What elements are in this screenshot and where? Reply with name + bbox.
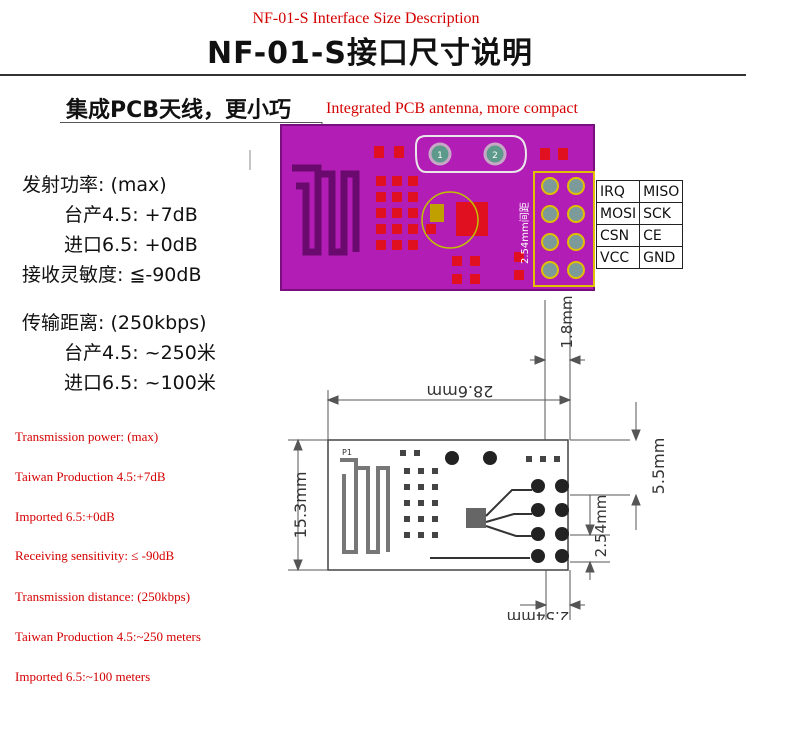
rf-chip (456, 202, 488, 236)
dim-pin-pitch-h: 2.54mm (507, 608, 570, 620)
en-spec-sensitivity: Receiving sensitivity: ≤ -90dB (15, 548, 175, 563)
specs-distance-block: 传输距离: (250kbps) 台产4.5: ~250米 进口6.5: ~100… (22, 308, 216, 398)
pin-ce: CE (639, 224, 684, 247)
pinout-table: IRQ MISO MOSI SCK CSN CE VCC GND (595, 180, 684, 269)
drawing-holes (445, 451, 569, 563)
pinout-row: MOSI SCK (595, 202, 684, 225)
dimension-drawing: P1 28.6mm 15.3mm 1.8mm 5.5mm 2.54mm 2.54… (288, 295, 668, 620)
en-spec-power-label: Transmission power: (max) (15, 429, 159, 444)
pin-mosi: MOSI (595, 202, 641, 225)
antenna-outline (340, 458, 390, 554)
dim-height: 15.3mm (291, 472, 310, 539)
antenna-callout-line (60, 122, 322, 123)
antenna-headline-cn: 集成PCB天线，更小巧 (66, 98, 292, 123)
dim-header-height: 5.5mm (649, 438, 668, 495)
pitch-label: 2.54mm间距 (518, 202, 531, 264)
spec-distance-taiwan: 台产4.5: ~250米 (64, 342, 216, 364)
drawing-silk-label: P1 (342, 448, 352, 457)
en-spec-power-imported: Imported 6.5:+0dB (15, 509, 115, 524)
dim-header-offset: 1.8mm (558, 295, 576, 348)
pin-csn: CSN (595, 224, 641, 247)
spec-power-imported: 进口6.5: +0dB (64, 234, 198, 256)
spec-power-label: 发射功率: (max) (22, 174, 167, 196)
pin-vcc: VCC (595, 246, 641, 269)
english-title: NF-01-S Interface Size Description (252, 10, 480, 27)
crystal-pin-number-2: 2 (492, 151, 498, 161)
specs-power-block: 发射功率: (max) 台产4.5: +7dB 进口6.5: +0dB 接收灵敏… (22, 170, 202, 290)
pinout-row: IRQ MISO (595, 180, 684, 203)
pin-miso: MISO (639, 180, 684, 203)
spec-distance-label: 传输距离: (250kbps) (22, 312, 207, 334)
spec-sensitivity: 接收灵敏度: ≦-90dB (22, 264, 202, 286)
crystal-pad-1 (428, 142, 452, 166)
spec-power-taiwan: 台产4.5: +7dB (64, 204, 198, 226)
dim-pin-pitch-v: 2.54mm (592, 495, 610, 558)
crystal-pad-2 (483, 142, 507, 166)
en-spec-distance-label: Transmission distance: (250kbps) (15, 589, 191, 604)
pin-irq: IRQ (595, 180, 641, 203)
en-spec-distance-taiwan: Taiwan Production 4.5:~250 meters (15, 629, 201, 644)
pin-gnd: GND (639, 246, 684, 269)
chinese-title: NF-01-S接口尺寸说明 (207, 36, 533, 71)
pin-sck: SCK (639, 202, 684, 225)
drawing-pads (400, 450, 560, 538)
en-spec-distance-imported: Imported 6.5:~100 meters (15, 669, 151, 684)
header-pins (541, 177, 585, 279)
antenna-headline-en: Integrated PCB antenna, more compact (326, 100, 578, 117)
pinout-row: CSN CE (595, 224, 684, 247)
crystal-pin-number-1: 1 (437, 151, 443, 161)
board-outline (327, 439, 569, 571)
dim-width: 28.6mm (427, 382, 494, 401)
pinout-row: VCC GND (595, 246, 684, 269)
module-board-color: 1 2 2.54mm间距 (280, 124, 595, 291)
spec-distance-imported: 进口6.5: ~100米 (64, 372, 216, 394)
pcb-antenna-trace (292, 164, 360, 256)
title-divider (0, 74, 746, 76)
en-spec-power-taiwan: Taiwan Production 4.5:+7dB (15, 469, 166, 484)
smd-pads (374, 146, 568, 284)
